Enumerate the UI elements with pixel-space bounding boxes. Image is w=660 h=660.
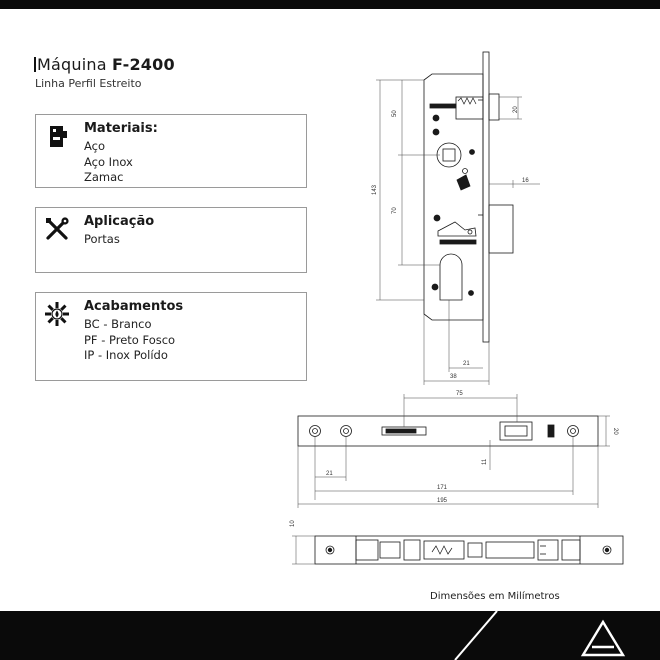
application-card: Aplicação Portas (35, 207, 307, 273)
materials-list: Aço Aço Inox Zamac (84, 139, 133, 186)
diagonal-stripe (454, 611, 498, 660)
list-item: PF - Preto Fosco (84, 332, 176, 347)
page-subtitle: Linha Perfil Estreito (35, 77, 142, 90)
technical-drawing: 50 20 16 143 70 21 38 (290, 51, 624, 565)
dim-16: 16 (522, 178, 529, 184)
finishes-card: Acabamentos BC - Branco PF - Preto Fosco… (35, 292, 307, 381)
list-item: IP - Inox Polído (84, 348, 168, 362)
list-item: Zamac (84, 170, 124, 184)
title-prefix: Máquina (37, 55, 107, 74)
dim-11: 11 (482, 458, 488, 465)
materials-card: Materiais: Aço Aço Inox Zamac (35, 114, 307, 188)
title-model: F-2400 (112, 55, 175, 74)
top-view-dimensions (292, 535, 315, 565)
side-view-drawing (297, 415, 599, 447)
front-view-dimension-labels: 50 20 16 143 70 21 38 (372, 106, 529, 380)
dim-70: 70 (392, 207, 398, 214)
page-title: Máquina F-2400 (34, 55, 175, 74)
brand-logo-icon (580, 619, 626, 657)
application-heading: Aplicação (84, 214, 155, 229)
dim-20b: 20 (612, 428, 618, 435)
dim-21: 21 (463, 361, 470, 367)
lock-case-icon (50, 126, 67, 147)
top-bar (0, 0, 660, 9)
top-view-drawing (314, 535, 624, 565)
bottom-bar-graphic (454, 611, 626, 660)
finish-palette-icon (45, 302, 69, 326)
dim-10: 10 (290, 520, 296, 527)
front-view-dimensions (376, 79, 540, 385)
list-item: Aço Inox (84, 154, 133, 169)
dim-171: 171 (437, 485, 448, 491)
dim-38: 38 (450, 374, 457, 380)
tools-icon (46, 217, 69, 240)
dimensions-caption: Dimensões em Milímetros (430, 591, 560, 602)
side-view-dimensions (297, 394, 610, 508)
list-item: BC - Branco (84, 317, 152, 331)
finishes-list: BC - Branco PF - Preto Fosco IP - Inox P… (84, 317, 175, 364)
list-item: Portas (84, 232, 120, 246)
dim-195: 195 (437, 498, 448, 504)
dim-20: 20 (513, 106, 519, 113)
front-view-drawing (423, 51, 514, 343)
finishes-heading: Acabamentos (84, 299, 184, 314)
application-list: Portas (84, 232, 120, 248)
list-item: Aço (84, 139, 106, 153)
side-view-dimension-labels: 75 20 11 21 171 195 (326, 391, 618, 504)
materials-heading: Materiais: (84, 121, 158, 136)
dim-143: 143 (372, 184, 378, 195)
bottom-bar (0, 611, 660, 660)
dim-50: 50 (392, 110, 398, 117)
dim-21b: 21 (326, 471, 333, 477)
dim-75: 75 (456, 391, 463, 397)
title-marker (34, 57, 36, 72)
